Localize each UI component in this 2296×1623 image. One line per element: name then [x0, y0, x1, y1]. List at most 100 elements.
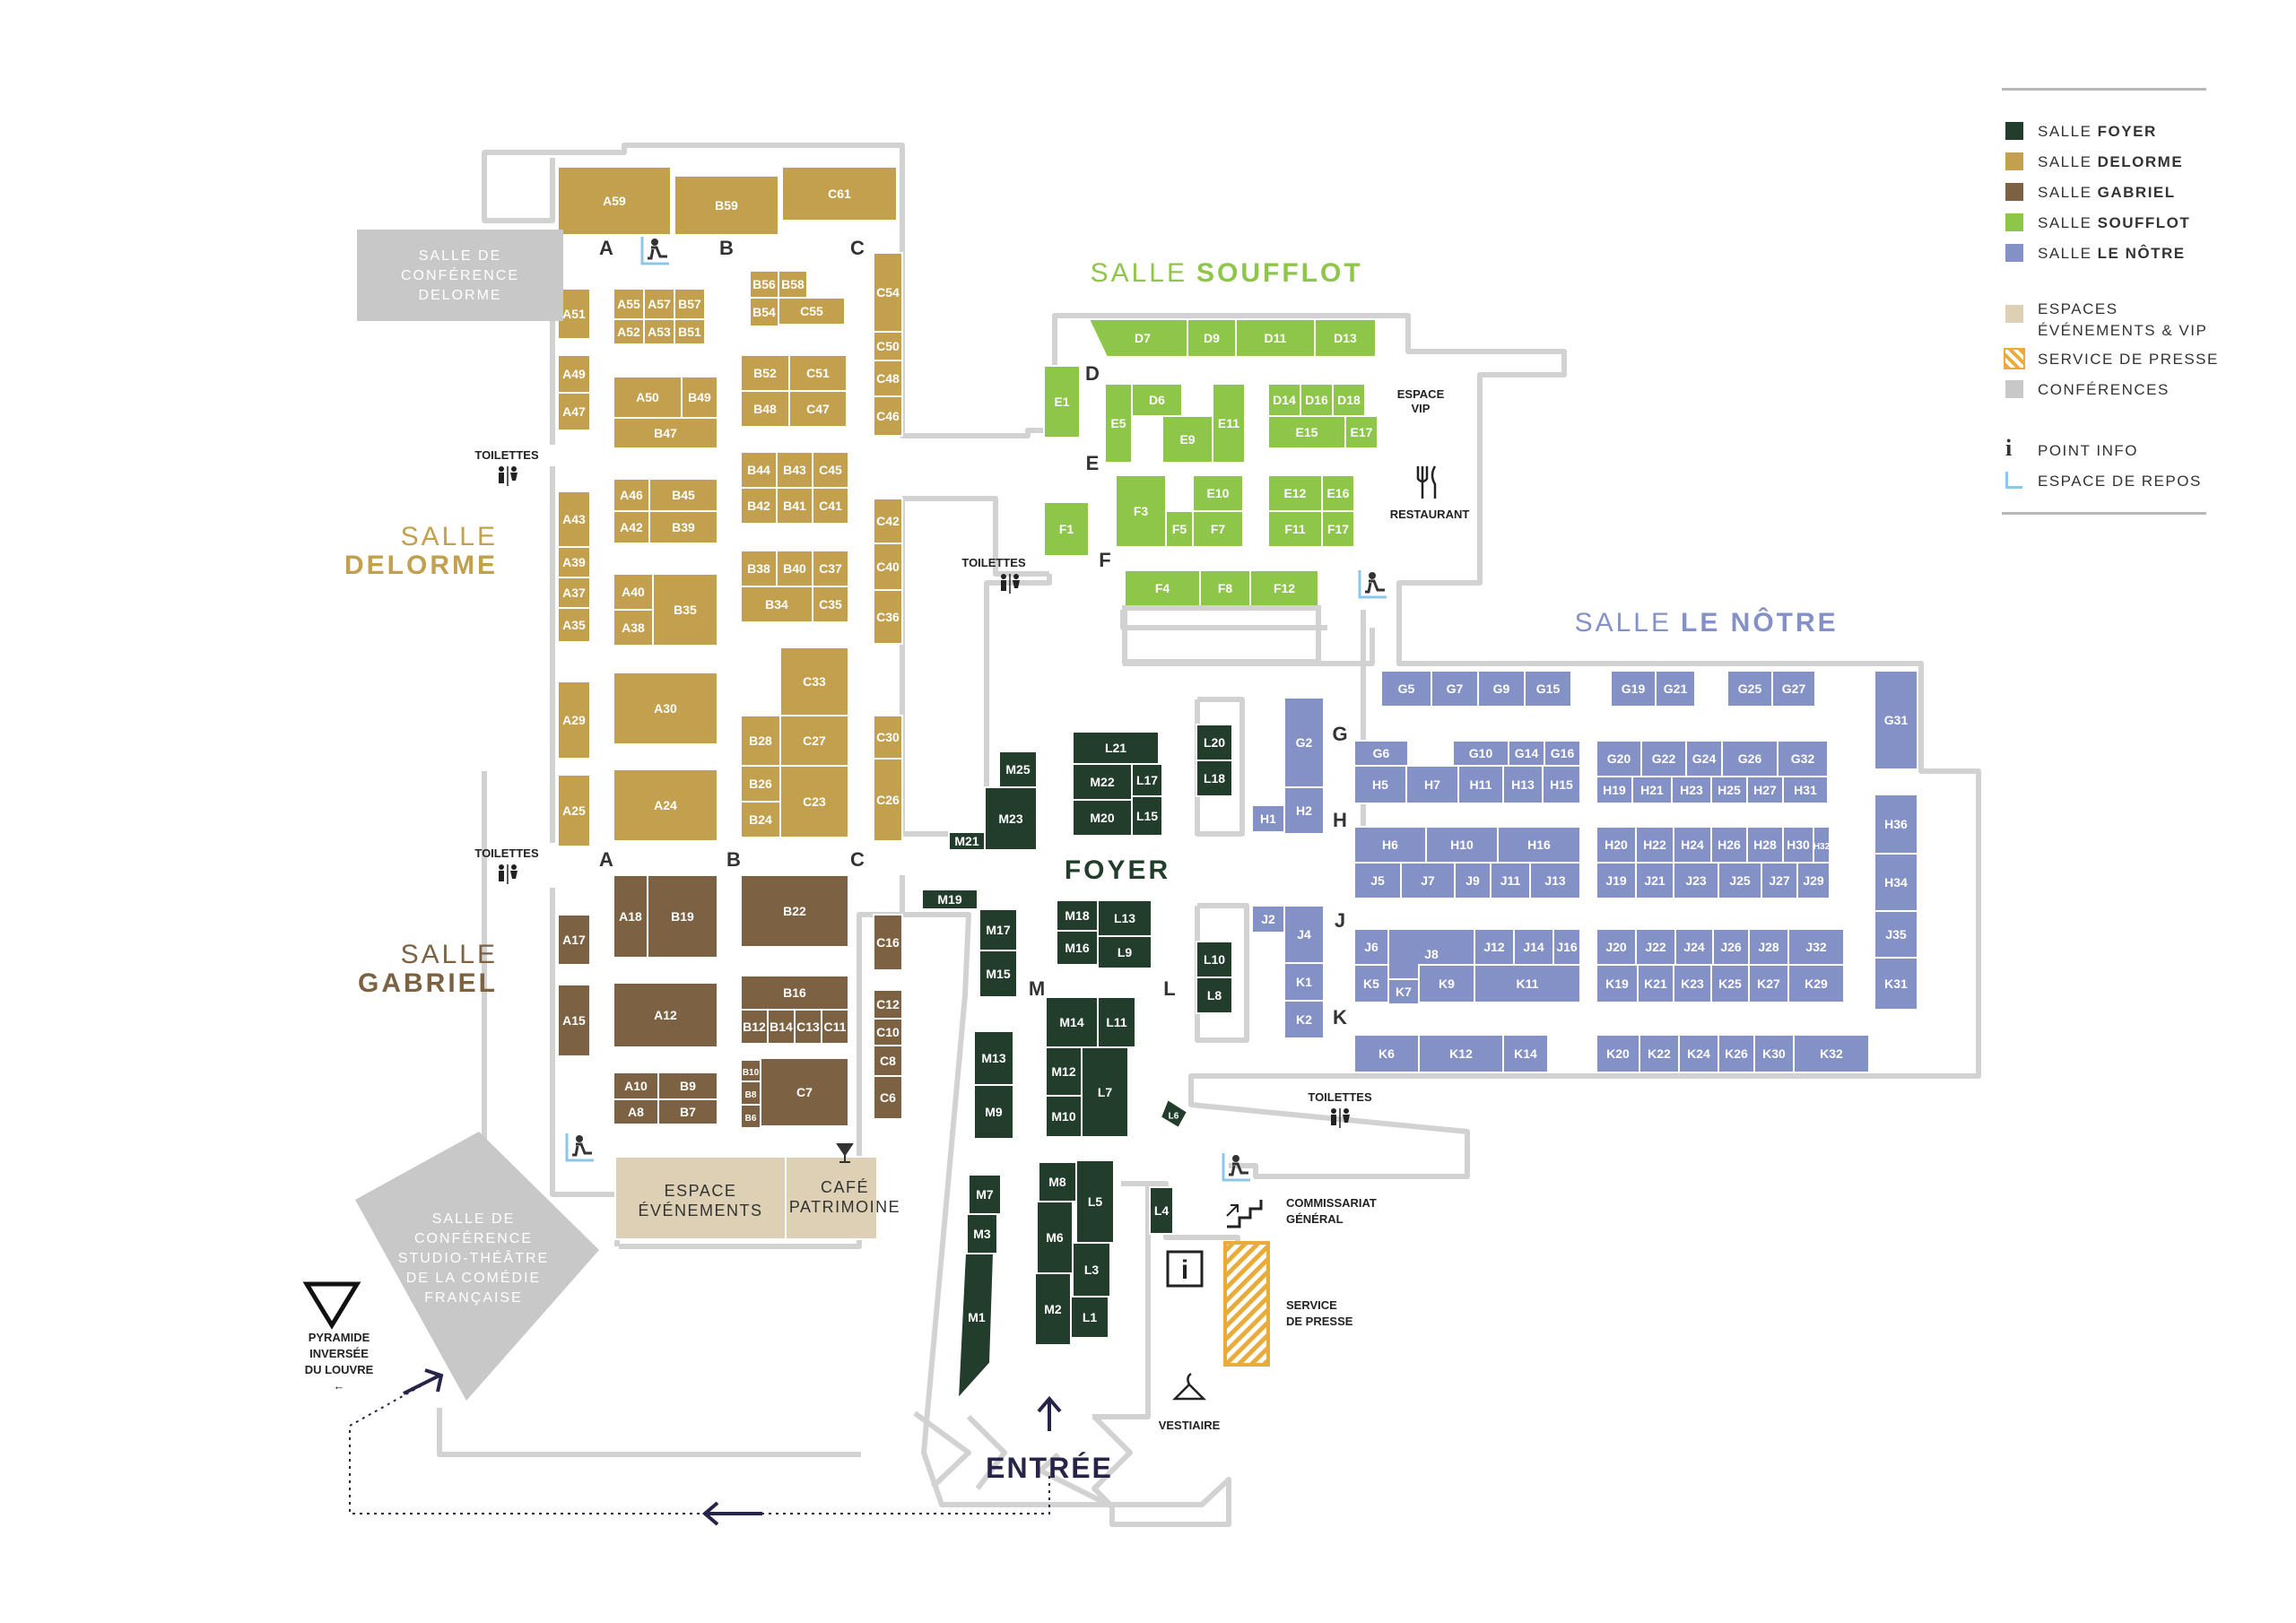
stand-k1[interactable] — [1283, 962, 1325, 1002]
stand-j32[interactable] — [1787, 928, 1845, 966]
stand-a25[interactable] — [557, 774, 591, 847]
stand-g2[interactable] — [1283, 697, 1325, 788]
stand-c50[interactable] — [873, 331, 903, 361]
stand-m19[interactable] — [921, 889, 978, 910]
stand-k19[interactable] — [1596, 964, 1639, 1003]
stand-l15[interactable] — [1131, 795, 1163, 837]
stand-a10[interactable] — [613, 1072, 659, 1100]
stand-m8[interactable] — [1038, 1161, 1077, 1202]
stand-a18[interactable] — [613, 874, 648, 959]
stand-j25[interactable] — [1718, 862, 1762, 899]
stand-b35[interactable] — [652, 573, 718, 647]
stand-j12[interactable] — [1474, 928, 1515, 966]
stand-a17[interactable] — [557, 914, 591, 966]
stand-c26[interactable] — [873, 758, 903, 842]
stand-m18[interactable] — [1056, 899, 1099, 932]
stand-a8[interactable] — [613, 1098, 659, 1125]
stand-c41[interactable] — [812, 487, 849, 525]
stand-c35[interactable] — [812, 586, 849, 623]
stand-d6[interactable] — [1131, 383, 1183, 417]
stand-b19[interactable] — [647, 874, 718, 959]
stand-h25[interactable] — [1710, 776, 1748, 804]
stand-l3[interactable] — [1072, 1242, 1111, 1298]
stand-h1[interactable] — [1251, 804, 1285, 833]
stand-j9[interactable] — [1454, 862, 1492, 899]
stand-l18[interactable] — [1196, 759, 1233, 797]
stand-c54[interactable] — [873, 252, 903, 333]
stand-k25[interactable] — [1710, 964, 1750, 1003]
stand-k12[interactable] — [1418, 1034, 1504, 1073]
stand-c47[interactable] — [788, 390, 848, 428]
stand-m6[interactable] — [1036, 1201, 1074, 1274]
stand-c7[interactable] — [760, 1057, 849, 1127]
stand-g20[interactable] — [1596, 740, 1642, 777]
stand-k22[interactable] — [1639, 1034, 1680, 1073]
stand-k23[interactable] — [1673, 964, 1712, 1003]
stand-f1[interactable] — [1043, 501, 1090, 557]
stand-c30[interactable] — [873, 715, 903, 759]
stand-a39[interactable] — [557, 546, 591, 578]
stand-f3[interactable] — [1115, 474, 1167, 548]
stand-j28[interactable] — [1748, 928, 1789, 966]
stand-l5[interactable] — [1075, 1159, 1115, 1244]
stand-g5[interactable] — [1380, 670, 1432, 707]
stand-c23[interactable] — [779, 765, 849, 838]
stand-e16[interactable] — [1321, 474, 1355, 512]
stand-b9[interactable] — [657, 1072, 718, 1100]
stand-m21[interactable] — [948, 831, 986, 851]
stand-b57[interactable] — [674, 288, 706, 320]
stand-j26[interactable] — [1712, 928, 1750, 966]
stand-k26[interactable] — [1718, 1034, 1755, 1073]
stand-k11[interactable] — [1474, 964, 1581, 1003]
stand-c46[interactable] — [873, 395, 903, 437]
stand-b40[interactable] — [776, 550, 813, 587]
stand-m3[interactable] — [966, 1213, 998, 1254]
stand-h21[interactable] — [1631, 776, 1673, 804]
stand-j11[interactable] — [1490, 862, 1531, 899]
stand-h16[interactable] — [1497, 826, 1581, 864]
stand-h22[interactable] — [1635, 826, 1674, 864]
stand-f17[interactable] — [1321, 510, 1355, 548]
stand-b48[interactable] — [740, 390, 790, 428]
stand-a24[interactable] — [613, 768, 718, 842]
cafe-patrimoine[interactable] — [785, 1156, 878, 1240]
stand-m7[interactable] — [968, 1174, 1002, 1215]
stand-j2[interactable] — [1251, 905, 1285, 933]
stand-a47[interactable] — [557, 392, 591, 431]
stand-j29[interactable] — [1796, 862, 1831, 899]
stand-l11[interactable] — [1097, 996, 1136, 1048]
stand-a42[interactable] — [613, 510, 650, 544]
stand-c13[interactable] — [794, 1009, 822, 1045]
stand-a15[interactable] — [557, 984, 591, 1057]
stand-b39[interactable] — [648, 510, 718, 544]
stand-c45[interactable] — [812, 451, 849, 489]
stand-g21[interactable] — [1655, 670, 1696, 707]
stand-e9[interactable] — [1161, 415, 1213, 464]
stand-a30[interactable] — [613, 672, 718, 745]
stand-b59[interactable] — [674, 175, 779, 236]
stand-k2[interactable] — [1283, 1000, 1325, 1039]
service-de-presse[interactable] — [1223, 1241, 1270, 1367]
stand-m9[interactable] — [973, 1084, 1014, 1140]
stand-k31[interactable] — [1874, 957, 1918, 1011]
stand-b51[interactable] — [674, 318, 706, 345]
stand-h31[interactable] — [1782, 776, 1829, 804]
stand-g9[interactable] — [1477, 670, 1526, 707]
stand-k32[interactable] — [1793, 1034, 1870, 1073]
stand-a29[interactable] — [557, 681, 591, 759]
stand-l7[interactable] — [1081, 1046, 1129, 1138]
stand-m10[interactable] — [1045, 1095, 1083, 1138]
stand-m13[interactable] — [973, 1030, 1014, 1086]
stand-l10[interactable] — [1196, 941, 1233, 978]
info-point[interactable] — [1166, 1250, 1204, 1288]
stand-k14[interactable] — [1502, 1034, 1549, 1073]
stand-f7[interactable] — [1192, 510, 1244, 548]
stand-m17[interactable] — [978, 908, 1018, 951]
stand-m15[interactable] — [978, 950, 1018, 998]
stand-b7[interactable] — [657, 1098, 718, 1125]
stand-c27[interactable] — [779, 715, 849, 767]
stand-l6[interactable] — [1159, 1098, 1189, 1130]
stand-j22[interactable] — [1635, 928, 1676, 966]
stand-b14[interactable] — [767, 1009, 796, 1045]
stand-b47[interactable] — [613, 417, 718, 449]
